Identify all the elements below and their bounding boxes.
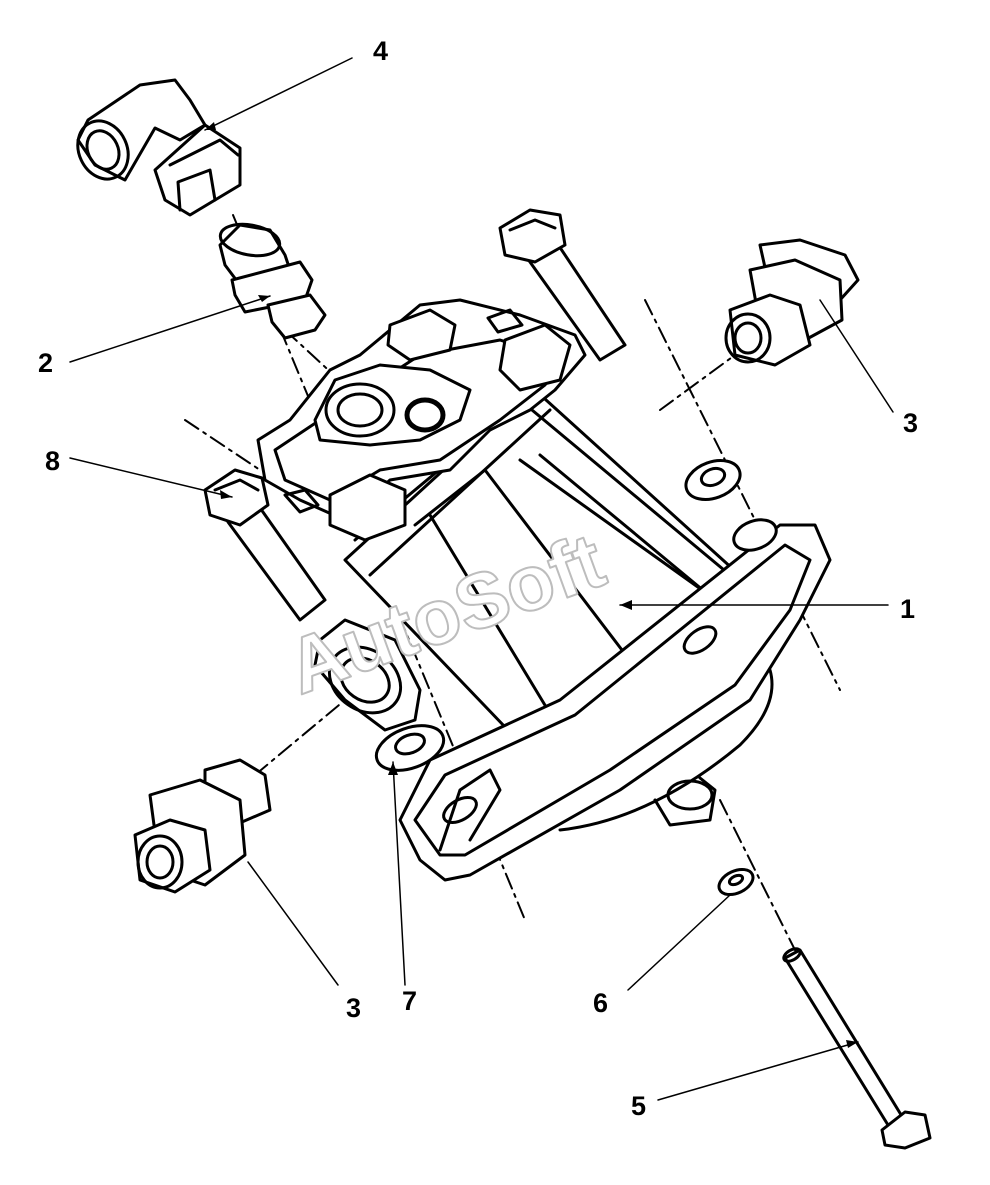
label-2: 2	[38, 348, 54, 378]
label-4: 4	[373, 36, 389, 66]
pump-body-icon	[256, 298, 832, 882]
hex-bolt-icon	[203, 468, 327, 622]
washer-icon	[374, 724, 446, 772]
port-fitting-icon	[133, 758, 272, 894]
adapter-nipple-icon	[218, 222, 327, 340]
bolt-icon	[782, 947, 932, 1150]
label-5: 5	[631, 1091, 647, 1121]
label-3-left: 3	[346, 993, 362, 1023]
washer-icon	[717, 867, 755, 897]
label-1: 1	[900, 594, 916, 624]
leader-arrowheads	[205, 122, 858, 1048]
hex-bolt-icon	[498, 208, 627, 362]
washer-icon	[684, 459, 778, 552]
label-6: 6	[593, 988, 609, 1018]
port-fitting-icon	[724, 238, 860, 367]
label-7: 7	[402, 986, 418, 1016]
label-8: 8	[45, 446, 61, 476]
label-3-right: 3	[903, 408, 919, 438]
elbow-fitting-icon	[76, 78, 242, 217]
leader-lines	[69, 57, 894, 1101]
